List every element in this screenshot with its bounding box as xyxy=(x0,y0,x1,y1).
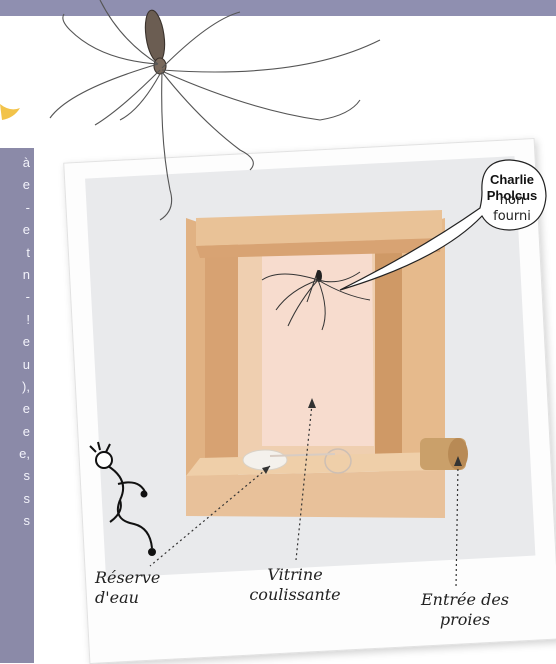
vitrine-label-line2: coulissante xyxy=(230,585,360,605)
cartoon-character xyxy=(90,442,155,555)
non-fourni-text: non fourni xyxy=(480,193,544,225)
reserve-label-line2: d'eau xyxy=(95,588,185,608)
water-reservoir xyxy=(243,450,287,470)
left-wall-inner xyxy=(205,232,238,474)
reserve-label: Réserve d'eau xyxy=(95,568,185,608)
entree-label-line1: Entrée des xyxy=(400,590,530,610)
reserve-label-line1: Réserve xyxy=(95,568,185,588)
vitrine-label: Vitrine coulissante xyxy=(230,565,360,605)
base-board xyxy=(186,470,445,518)
entree-label: Entrée des proies xyxy=(400,590,530,630)
big-spider xyxy=(50,0,380,220)
callout-entree xyxy=(456,464,458,588)
entree-label-line2: proies xyxy=(400,610,530,630)
vitrine-label-line1: Vitrine xyxy=(230,565,360,585)
